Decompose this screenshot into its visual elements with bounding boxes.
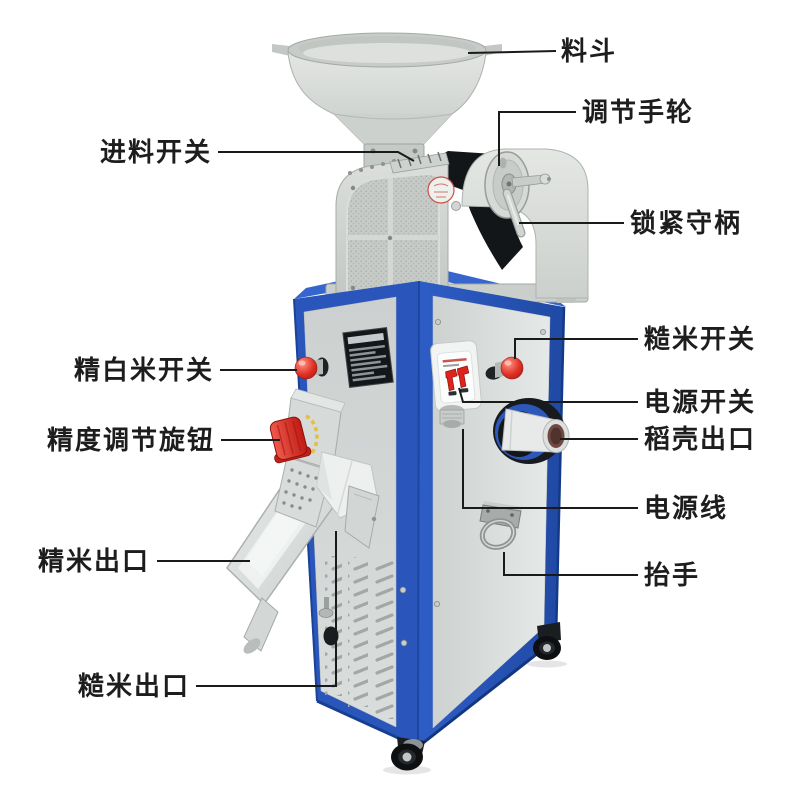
leader-brown-rice-switch: [514, 338, 638, 359]
label-locking-handle: 锁紧守柄: [630, 208, 743, 238]
label-power-cord: 电源线: [644, 493, 729, 523]
leader-brown-rice-outlet: [196, 531, 337, 687]
mesh-screen: [346, 172, 440, 299]
caster-left: [323, 626, 339, 646]
leader-power-cord: [462, 429, 638, 509]
brown-rice-switch-knob: [485, 356, 524, 380]
corner-ridge: [417, 280, 420, 748]
caster-right: [527, 622, 567, 668]
chute-spout: [243, 597, 279, 654]
caster-front: [383, 737, 431, 775]
leader-feed-switch: [218, 151, 415, 162]
precision-knob-assembly: [269, 388, 346, 471]
label-brown-rice-switch: 糙米开关: [644, 324, 757, 354]
lift-handle: [479, 501, 522, 550]
label-hopper: 料斗: [561, 36, 618, 66]
label-precision-adjust-knob: 精度调节旋钮: [46, 425, 215, 455]
locking-handle-lever: [502, 188, 526, 238]
feed-gate-slider: [389, 151, 450, 174]
handwheel-shaft: [511, 173, 551, 188]
label-adjusting-handwheel: 调节手轮: [582, 97, 695, 127]
power-cord-gland: [439, 405, 465, 428]
label-lifting-handle: 抬手: [644, 560, 701, 590]
label-brown-rice-outlet: 糙米出口: [77, 671, 190, 701]
husk-outlet: [493, 398, 570, 464]
milling-head-left: [335, 151, 461, 301]
vent-grille: [325, 556, 395, 719]
leader-handwheel: [498, 111, 576, 166]
label-rice-husk-outlet: 稻壳出口: [644, 424, 757, 454]
leader-power-switch: [458, 387, 638, 403]
label-milled-rice-outlet: 精米出口: [37, 546, 150, 576]
bearing-boss: [451, 201, 461, 211]
right-bottom-edge: [417, 637, 557, 749]
right-screw: [540, 328, 547, 335]
power-switch-box: [430, 340, 482, 412]
leader-hopper: [467, 50, 557, 54]
adjustment-handwheel: [484, 151, 551, 238]
nameplate: [342, 326, 394, 389]
white-rice-switch-knob: [294, 356, 329, 380]
brand-stamp: [427, 176, 455, 204]
front-screw: [399, 586, 407, 594]
brown-rice-chute: [316, 451, 380, 549]
left-bolt: [318, 597, 334, 618]
front-screw: [400, 639, 408, 647]
precision-knob: [269, 416, 312, 464]
label-white-rice-switch: 精白米开关: [73, 355, 214, 385]
leader-lines: [157, 50, 638, 687]
right-screw: [434, 318, 441, 325]
right-back-edge: [554, 306, 566, 640]
label-feed-switch: 进料开关: [99, 137, 212, 167]
hopper: [272, 32, 502, 149]
leader-lift-handle: [503, 552, 638, 576]
chute-upper-plate: [274, 456, 332, 528]
label-power-switch: 电源开关: [644, 387, 757, 417]
right-screw: [433, 601, 440, 608]
